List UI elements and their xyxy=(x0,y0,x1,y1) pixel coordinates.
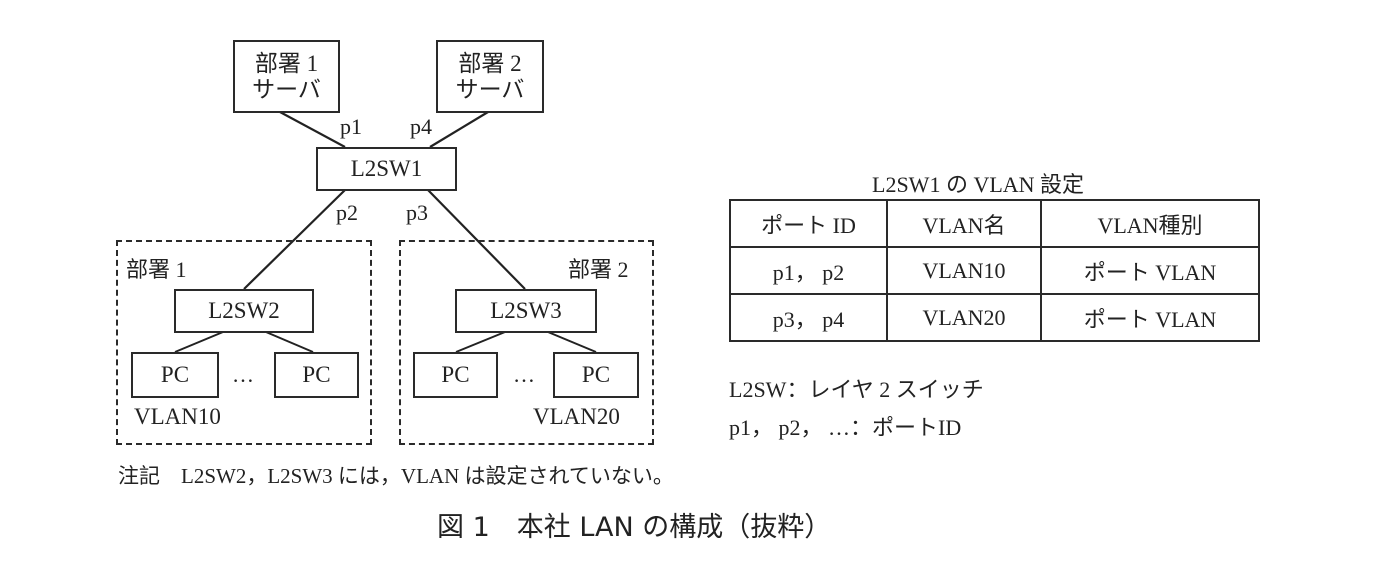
link-l2sw2-pc1 xyxy=(174,331,224,353)
cell-vlan-name: VLAN10 xyxy=(886,246,1042,295)
dept1-area xyxy=(116,240,372,445)
pc-label: PC xyxy=(441,362,470,388)
port-label-p4: p4 xyxy=(410,114,432,139)
port-label-p3: p3 xyxy=(406,200,428,225)
header-vlan-name: VLAN名 xyxy=(886,199,1042,248)
dept1-ellipsis: … xyxy=(232,362,254,387)
l2sw3-label: L2SW3 xyxy=(490,298,562,324)
port-label-p2: p2 xyxy=(336,200,358,225)
dept2-label: 部署 2 xyxy=(568,257,629,282)
dept2-pc-right: PC xyxy=(553,352,639,398)
dept2-server-line2: サーバ xyxy=(455,76,525,102)
link-l2sw2-pc2 xyxy=(265,331,314,353)
pc-label: PC xyxy=(160,362,190,388)
dept1-server-line1: 部署 1 xyxy=(254,50,319,76)
vlan-settings-table: ポート ID VLAN名 VLAN種別 p1， p2 VLAN10 ポート VL… xyxy=(729,199,1260,342)
dept1-server: 部署 1 サーバ xyxy=(233,40,340,113)
port-label-p1: p1 xyxy=(340,114,362,139)
pc-label: PC xyxy=(302,362,331,388)
l2sw2-label: L2SW2 xyxy=(208,298,280,324)
pc-label: PC xyxy=(581,362,611,388)
header-vlan-type: VLAN種別 xyxy=(1040,199,1260,248)
table-row: p3， p4 VLAN20 ポート VLAN xyxy=(729,293,1260,342)
link-p2 xyxy=(243,189,346,290)
dept2-vlan-label: VLAN20 xyxy=(533,404,620,429)
l2sw1-switch: L2SW1 xyxy=(316,147,457,191)
link-l2sw3-pc1 xyxy=(455,331,506,353)
figure-caption: 図 1 本社 LAN の構成（抜粋） xyxy=(437,512,832,543)
dept2-area xyxy=(399,240,654,445)
link-l2sw3-pc2 xyxy=(547,331,597,353)
dept2-pc-left: PC xyxy=(413,352,498,398)
cell-vlan-name: VLAN20 xyxy=(886,293,1042,342)
legend-ports: p1， p2， …：ポートID xyxy=(729,415,962,440)
legend-l2sw: L2SW：レイヤ 2 スイッチ xyxy=(729,377,984,402)
l2sw3-switch: L2SW3 xyxy=(455,289,597,333)
dept1-pc-right: PC xyxy=(274,352,359,398)
table-header-row: ポート ID VLAN名 VLAN種別 xyxy=(729,199,1260,248)
dept2-ellipsis: … xyxy=(513,362,535,387)
dept2-server: 部署 2 サーバ xyxy=(436,40,544,113)
vlan-table-title: L2SW1 の VLAN 設定 xyxy=(872,172,1085,197)
link-p1 xyxy=(279,111,346,148)
cell-vlan-type: ポート VLAN xyxy=(1040,293,1260,342)
cell-port-id: p3， p4 xyxy=(729,293,888,342)
dept1-pc-left: PC xyxy=(131,352,219,398)
dept1-label: 部署 1 xyxy=(126,257,187,282)
l2sw2-switch: L2SW2 xyxy=(174,289,314,333)
table-row: p1， p2 VLAN10 ポート VLAN xyxy=(729,246,1260,295)
l2sw1-label: L2SW1 xyxy=(350,156,423,182)
link-p3 xyxy=(427,189,526,290)
cell-vlan-type: ポート VLAN xyxy=(1040,246,1260,295)
cell-port-id: p1， p2 xyxy=(729,246,888,295)
note-text: 注記 L2SW2，L2SW3 には，VLAN は設定されていない。 xyxy=(118,464,674,488)
dept1-vlan-label: VLAN10 xyxy=(134,404,221,429)
dept2-server-line1: 部署 2 xyxy=(458,50,522,76)
header-port-id: ポート ID xyxy=(729,199,888,248)
link-p4 xyxy=(429,111,489,148)
dept1-server-line2: サーバ xyxy=(252,76,321,102)
